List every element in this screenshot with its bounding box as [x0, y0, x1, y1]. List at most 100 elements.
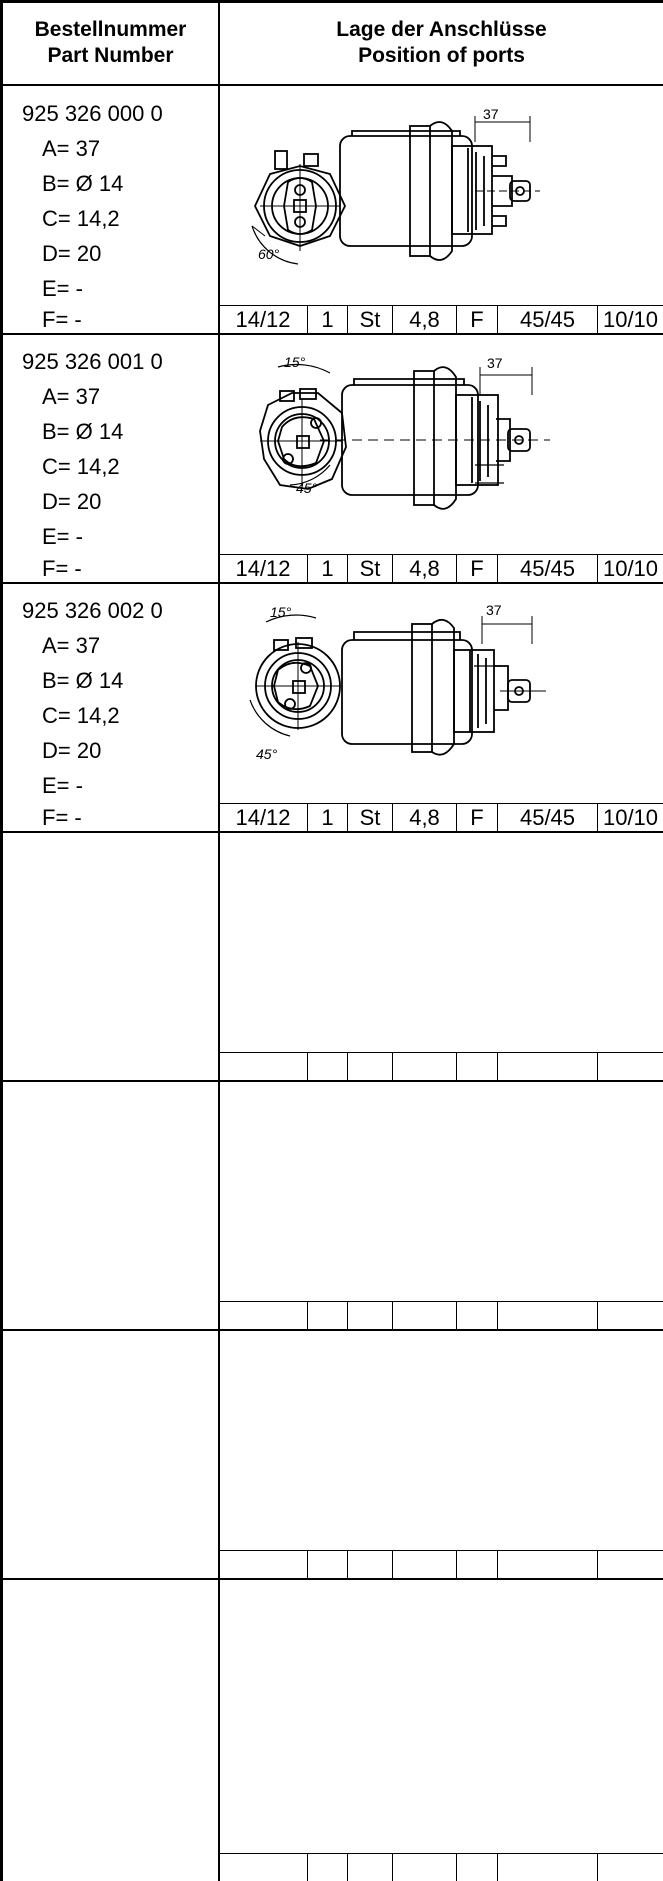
dim-a: A= 37 — [42, 136, 101, 161]
spec-cell: 10/10 — [602, 307, 659, 332]
spec-cell-divider — [392, 1853, 393, 1881]
spec-cell: St — [359, 556, 381, 581]
part-number: 925 326 002 0 — [22, 598, 163, 623]
spec-cell: 45/45 — [519, 805, 576, 830]
dim-c: C= 14,2 — [42, 454, 120, 479]
spec-cell: 10/10 — [602, 805, 659, 830]
spec-cell-divider — [456, 305, 457, 333]
spec-cell: 1 — [321, 556, 334, 581]
spec-cell-divider — [307, 1301, 308, 1329]
spec-cell-divider — [392, 1550, 393, 1578]
column-divider — [218, 0, 220, 1881]
dimension-label: 37 — [487, 355, 503, 371]
table-border-left — [0, 0, 3, 1881]
spec-cell-divider — [456, 1052, 457, 1080]
dim-c: C= 14,2 — [42, 703, 120, 728]
spec-cell: 14/12 — [235, 556, 291, 581]
spec-cell-divider — [392, 1301, 393, 1329]
spec-cell-divider — [347, 803, 348, 831]
dimension-label: 37 — [486, 602, 502, 618]
spec-cell-divider — [392, 1052, 393, 1080]
spec-cell-divider — [347, 1550, 348, 1578]
spec-cell-divider — [597, 1301, 598, 1329]
spec-cell-divider — [597, 305, 598, 333]
spec-cell-divider — [307, 1052, 308, 1080]
spec-cell: 4,8 — [409, 805, 440, 830]
dim-a: A= 37 — [42, 384, 101, 409]
spec-cell-divider — [497, 1853, 498, 1881]
spec-cell: 1 — [321, 307, 334, 332]
spec-cell: St — [359, 307, 381, 332]
spec-cell-divider — [307, 554, 308, 582]
spec-cell: 45/45 — [519, 556, 576, 581]
spec-row-line — [218, 305, 663, 306]
row-separator — [0, 1578, 663, 1580]
spec-row-line — [218, 1550, 663, 1551]
header-separator — [0, 84, 663, 86]
spec-cell-divider — [347, 1853, 348, 1881]
row-separator — [0, 582, 663, 584]
angle-label: 45° — [256, 746, 278, 762]
port-drawing — [249, 614, 546, 756]
dim-b: B= Ø 14 — [42, 419, 124, 444]
spec-cell-divider — [456, 1550, 457, 1578]
spec-cell: 4,8 — [409, 307, 440, 332]
part-number-header-en: Part Number — [47, 44, 174, 67]
spec-cell-divider — [347, 554, 348, 582]
spec-cell-divider — [597, 554, 598, 582]
spec-row-line — [218, 1052, 663, 1053]
spec-cell: F — [470, 556, 484, 581]
spec-cell-divider — [597, 1550, 598, 1578]
spec-cell-divider — [597, 1853, 598, 1881]
dim-e: E= - — [42, 524, 83, 549]
dim-a: A= 37 — [42, 633, 101, 658]
port-drawing — [251, 116, 540, 265]
port-drawing — [259, 363, 550, 510]
spec-cell: 45/45 — [519, 307, 576, 332]
spec-cell-divider — [347, 1301, 348, 1329]
spec-cell-divider — [497, 554, 498, 582]
spec-cell-divider — [392, 554, 393, 582]
spec-cell-divider — [456, 803, 457, 831]
spec-cell-divider — [307, 803, 308, 831]
spec-cell-divider — [456, 1853, 457, 1881]
spec-cell: 14/12 — [235, 307, 291, 332]
spec-row-line — [218, 1301, 663, 1302]
ports-header-de: Lage der Anschlüsse — [336, 18, 547, 41]
spec-row-line — [218, 803, 663, 804]
dim-c: C= 14,2 — [42, 206, 120, 231]
spec-cell-divider — [597, 1052, 598, 1080]
dim-d: D= 20 — [42, 241, 102, 266]
spec-cell: 14/12 — [235, 805, 291, 830]
dim-e: E= - — [42, 773, 83, 798]
spec-cell-divider — [497, 1550, 498, 1578]
row-separator — [0, 1329, 663, 1331]
angle-label: 15° — [284, 354, 306, 370]
table-border-top — [0, 0, 663, 3]
row-separator — [0, 333, 663, 335]
angle-label: 45° — [296, 480, 318, 496]
dim-f: F= - — [42, 805, 82, 830]
spec-cell-divider — [392, 305, 393, 333]
dim-b: B= Ø 14 — [42, 171, 124, 196]
angle-label: 15° — [270, 604, 292, 620]
spec-cell: 4,8 — [409, 556, 440, 581]
spec-cell-divider — [347, 305, 348, 333]
part-number-header-de: Bestellnummer — [34, 18, 187, 41]
spec-cell-divider — [392, 803, 393, 831]
row-separator — [0, 1080, 663, 1082]
spec-cell-divider — [307, 305, 308, 333]
dim-f: F= - — [42, 556, 82, 581]
spec-cell: St — [359, 805, 381, 830]
spec-cell-divider — [597, 803, 598, 831]
row-separator — [0, 831, 663, 833]
dim-d: D= 20 — [42, 738, 102, 763]
spec-cell-divider — [456, 1301, 457, 1329]
spec-cell-divider — [307, 1550, 308, 1578]
spec-cell: 1 — [321, 805, 334, 830]
spec-cell-divider — [497, 1052, 498, 1080]
spec-cell-divider — [456, 554, 457, 582]
spec-cell-divider — [497, 1301, 498, 1329]
spec-cell-divider — [347, 1052, 348, 1080]
dim-f: F= - — [42, 307, 82, 332]
